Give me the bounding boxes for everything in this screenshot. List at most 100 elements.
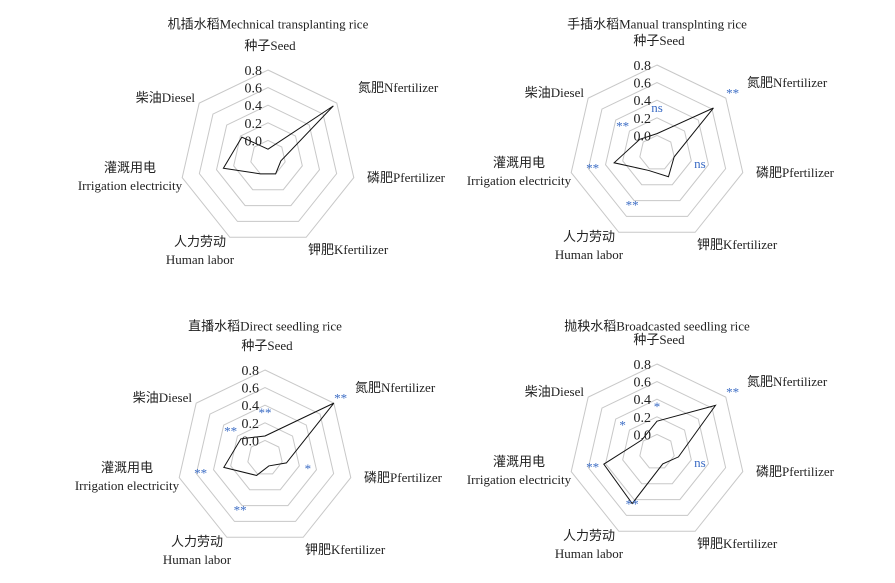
axis-label: 钾肥Kfertilizer bbox=[697, 237, 778, 252]
axis-label: 柴油Diesel bbox=[133, 390, 193, 405]
axis-label-zh: 磷肥 bbox=[364, 470, 390, 485]
axis-label: 钾肥Kfertilizer bbox=[697, 536, 778, 551]
tick-label: 0.2 bbox=[242, 417, 260, 432]
axis-label: 磷肥Pfertilizer bbox=[367, 170, 446, 185]
significance-annotation: ns bbox=[694, 156, 706, 171]
significance-annotation: * bbox=[654, 399, 661, 414]
axis-label-en: Irrigation electricity bbox=[467, 173, 572, 188]
axis-label-zh: 柴油 bbox=[133, 390, 159, 405]
axis-label-en: Irrigation electricity bbox=[78, 178, 183, 193]
chart-title: 直播水稻Direct seedling rice bbox=[188, 319, 342, 334]
significance-annotation: ** bbox=[616, 119, 629, 134]
axis-label-zh: 灌溉用电 bbox=[493, 454, 545, 469]
tick-label: 0.8 bbox=[242, 364, 260, 379]
axis-label-en: Pfertilizer bbox=[390, 470, 443, 485]
axis-label-en: Pfertilizer bbox=[782, 165, 835, 180]
tick-label: 0.8 bbox=[634, 358, 652, 373]
significance-annotation: ** bbox=[259, 405, 272, 420]
axis-label-zh: 钾肥 bbox=[697, 237, 723, 252]
axis-label-en: Pfertilizer bbox=[782, 464, 835, 479]
axis-label-en: Nfertilizer bbox=[773, 75, 828, 90]
chart-title: 抛秧水稻Broadcasted seedling rice bbox=[564, 319, 750, 334]
axis-label-en: Seed bbox=[659, 33, 685, 48]
axis-label: 氮肥Nfertilizer bbox=[358, 80, 439, 95]
tick-label: 0.0 bbox=[634, 428, 652, 443]
axis-label: 种子Seed bbox=[633, 332, 685, 347]
axis-label-en: Kfertilizer bbox=[334, 242, 389, 257]
tick-label: 0.4 bbox=[634, 393, 652, 408]
axis-label-zh: 磷肥 bbox=[756, 464, 782, 479]
tick-label: 0.0 bbox=[245, 134, 263, 149]
axis-label-zh: 种子 bbox=[241, 338, 267, 353]
axis-label-en: Nfertilizer bbox=[381, 380, 436, 395]
axis-label: 氮肥Nfertilizer bbox=[747, 75, 828, 90]
axis-label-zh: 灌溉用电 bbox=[101, 460, 153, 475]
axis-label: 种子Seed bbox=[244, 38, 296, 53]
grid-ring bbox=[215, 104, 321, 207]
significance-annotation: ** bbox=[626, 497, 639, 512]
axis-label-en: Irrigation electricity bbox=[467, 472, 572, 487]
significance-annotation: ** bbox=[586, 161, 599, 176]
significance-annotation: ** bbox=[194, 466, 207, 481]
axis-label-en: Human labor bbox=[163, 552, 232, 567]
tick-label: 0.2 bbox=[634, 411, 652, 426]
data-series-polygon bbox=[603, 404, 717, 505]
axis-label: 种子Seed bbox=[633, 33, 685, 48]
tick-label: 0.0 bbox=[242, 434, 260, 449]
significance-annotation: ** bbox=[726, 385, 739, 400]
axis-label-en: Human labor bbox=[555, 546, 624, 561]
data-series-polygon bbox=[613, 107, 714, 178]
axis-label: 钾肥Kfertilizer bbox=[308, 242, 389, 257]
axis-label-zh: 柴油 bbox=[525, 85, 551, 100]
tick-label: 0.0 bbox=[634, 129, 652, 144]
radar-chart-4: 抛秧水稻Broadcasted seedling rice 0.0 0.2 0.4 0.… bbox=[467, 319, 835, 561]
axis-label: 柴油Diesel bbox=[525, 85, 585, 100]
axis-label-en: Irrigation electricity bbox=[75, 478, 180, 493]
axis-label-en: Human labor bbox=[166, 252, 235, 267]
grid-ring bbox=[587, 381, 727, 516]
axis-label-zh: 氮肥 bbox=[747, 374, 773, 389]
grid-ring bbox=[181, 69, 355, 238]
axis-label-zh: 钾肥 bbox=[697, 536, 723, 551]
grid-ring bbox=[622, 416, 692, 485]
grid-ring bbox=[622, 117, 692, 186]
axis-label-zh: 种子 bbox=[633, 33, 659, 48]
axis-label-en: Human labor bbox=[555, 247, 624, 262]
axis-label-zh: 人力劳动 bbox=[171, 534, 223, 549]
axis-label-en: Seed bbox=[659, 332, 685, 347]
axis-label-zh: 柴油 bbox=[136, 90, 162, 105]
grid-ring bbox=[604, 398, 710, 501]
grid-ring bbox=[639, 134, 675, 170]
axis-label-en: Diesel bbox=[551, 85, 585, 100]
grid-ring bbox=[639, 433, 675, 469]
tick-label: 0.6 bbox=[634, 77, 652, 92]
tick-label: 0.6 bbox=[245, 82, 263, 97]
grid-ring bbox=[230, 422, 300, 491]
data-series-polygon bbox=[223, 402, 335, 476]
radar-chart-1: 机插水稻Mechnical transplanting rice0.00.20.… bbox=[78, 17, 446, 267]
significance-annotation: * bbox=[619, 418, 626, 433]
axis-label-zh: 磷肥 bbox=[367, 170, 393, 185]
significance-annotation: ** bbox=[234, 503, 247, 518]
tick-label: 0.6 bbox=[634, 376, 652, 391]
tick-label: 0.8 bbox=[634, 59, 652, 74]
axis-label: 氮肥Nfertilizer bbox=[747, 374, 828, 389]
axis-label-en: Nfertilizer bbox=[773, 374, 828, 389]
axis-label-zh: 人力劳动 bbox=[563, 528, 615, 543]
tick-label: 0.6 bbox=[242, 382, 260, 397]
significance-annotation: ** bbox=[224, 424, 237, 439]
axis-label: 种子Seed bbox=[241, 338, 293, 353]
axis-label: 钾肥Kfertilizer bbox=[305, 542, 386, 557]
axis-label-en: Diesel bbox=[159, 390, 193, 405]
axis-label-zh: 种子 bbox=[633, 332, 659, 347]
grid-ring bbox=[570, 363, 744, 532]
tick-label: 0.4 bbox=[634, 94, 652, 109]
axis-label-zh: 柴油 bbox=[525, 384, 551, 399]
axis-label: 磷肥Pfertilizer bbox=[364, 470, 443, 485]
axis-label-zh: 氮肥 bbox=[747, 75, 773, 90]
grid-ring bbox=[247, 439, 283, 475]
axis-label-en: Kfertilizer bbox=[723, 237, 778, 252]
axis-label: 氮肥Nfertilizer bbox=[355, 380, 436, 395]
